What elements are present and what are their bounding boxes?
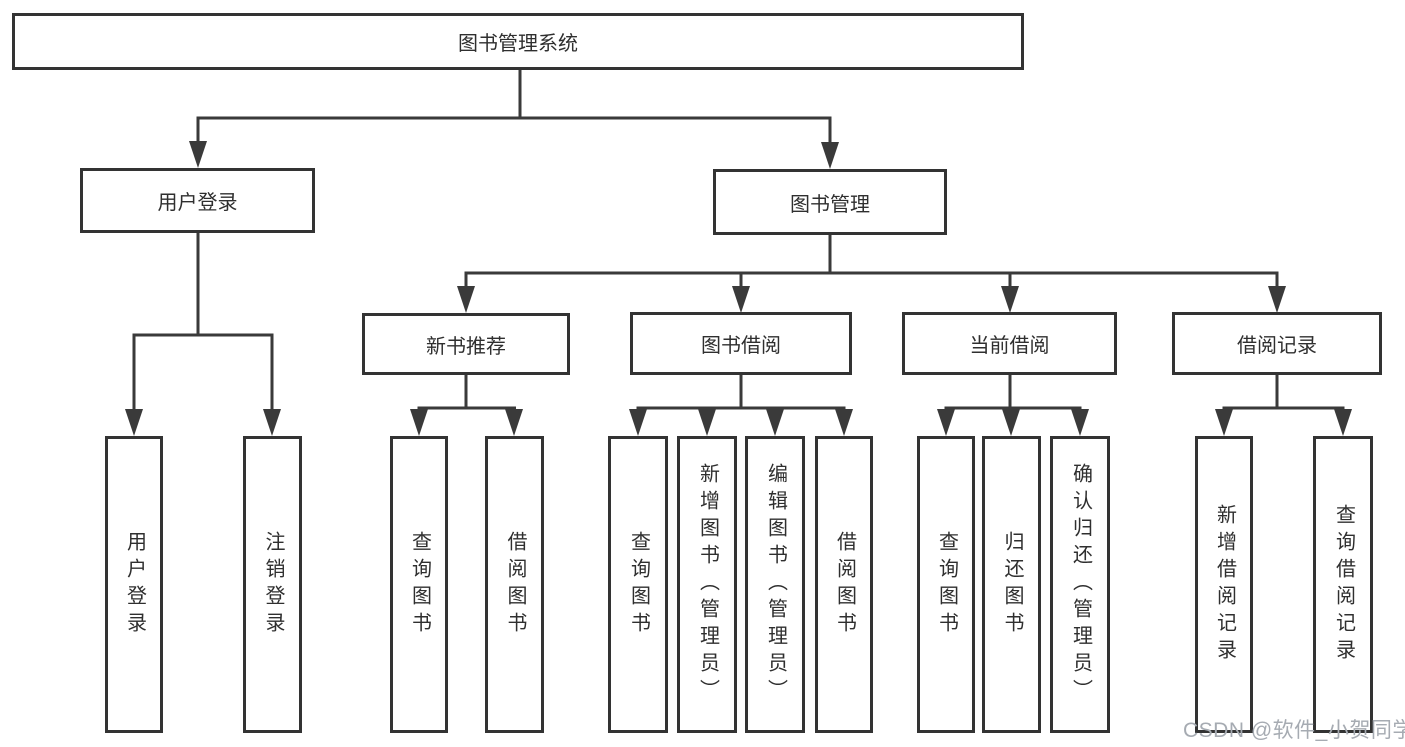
leaf-query-books-2-label: 查询图书 (627, 530, 650, 639)
node-user-login: 用户登录 (80, 168, 315, 233)
leaf-logout-label: 注销登录 (262, 530, 284, 639)
node-borrow-records-label: 借阅记录 (1237, 335, 1317, 357)
node-book-borrowing-label: 图书借阅 (701, 335, 781, 357)
connector-current-borrow-to-leaves (937, 374, 1089, 436)
connector-new-book-rec-to-leaves (410, 374, 523, 436)
connector-book-mgmt-to-level3 (457, 234, 1286, 313)
node-book-borrowing: 图书借阅 (630, 312, 852, 375)
leaf-return-books: 归还图书 (982, 436, 1041, 733)
leaf-query-books-3-label: 查询图书 (935, 530, 958, 639)
node-root-label: 图书管理系统 (458, 33, 578, 55)
leaf-borrow-books-1: 借阅图书 (485, 436, 544, 733)
node-new-book-recommend: 新书推荐 (362, 313, 570, 375)
leaf-query-books-2: 查询图书 (608, 436, 668, 733)
node-book-management: 图书管理 (713, 169, 947, 235)
leaf-query-books-1-label: 查询图书 (408, 530, 431, 639)
leaf-borrow-books-2: 借阅图书 (815, 436, 873, 733)
node-root-system: 图书管理系统 (12, 13, 1024, 70)
node-book-management-label: 图书管理 (790, 193, 870, 216)
connector-borrow-records-to-leaves (1215, 374, 1352, 436)
leaf-logout: 注销登录 (243, 436, 302, 733)
node-user-login-label: 用户登录 (157, 192, 238, 214)
node-borrow-records: 借阅记录 (1172, 312, 1382, 375)
leaf-query-books-3: 查询图书 (917, 436, 975, 733)
node-new-book-recommend-label: 新书推荐 (426, 335, 506, 358)
connector-root-to-level2 (189, 69, 839, 169)
leaf-edit-books-admin: 编辑图书（管理员） (745, 436, 805, 733)
leaf-add-books-admin-label: 新增图书（管理员） (696, 463, 719, 706)
node-current-borrowing-label: 当前借阅 (969, 335, 1050, 357)
leaf-query-borrow-record: 查询借阅记录 (1313, 436, 1373, 733)
leaf-confirm-return-admin-label: 确认归还（管理员） (1069, 463, 1092, 706)
connector-user-login-to-leaves (125, 231, 281, 436)
leaf-borrow-books-2-label: 借阅图书 (833, 530, 856, 639)
leaf-add-borrow-record-label: 新增借阅记录 (1213, 503, 1236, 666)
leaf-query-books-1: 查询图书 (390, 436, 448, 733)
connector-book-borrow-to-leaves (629, 374, 853, 436)
leaf-user-login-label: 用户登录 (123, 530, 146, 639)
leaf-edit-books-admin-label: 编辑图书（管理员） (764, 463, 787, 706)
leaf-user-login: 用户登录 (105, 436, 163, 733)
leaf-query-borrow-record-label: 查询借阅记录 (1332, 503, 1355, 666)
leaf-add-borrow-record: 新增借阅记录 (1195, 436, 1253, 733)
node-current-borrowing: 当前借阅 (902, 312, 1117, 375)
leaf-add-books-admin: 新增图书（管理员） (677, 436, 737, 733)
leaf-return-books-label: 归还图书 (1001, 530, 1023, 639)
csdn-watermark: CSDN @软件_小贺同学 (1183, 719, 1405, 742)
leaf-confirm-return-admin: 确认归还（管理员） (1050, 436, 1110, 733)
leaf-borrow-books-1-label: 借阅图书 (504, 530, 526, 639)
